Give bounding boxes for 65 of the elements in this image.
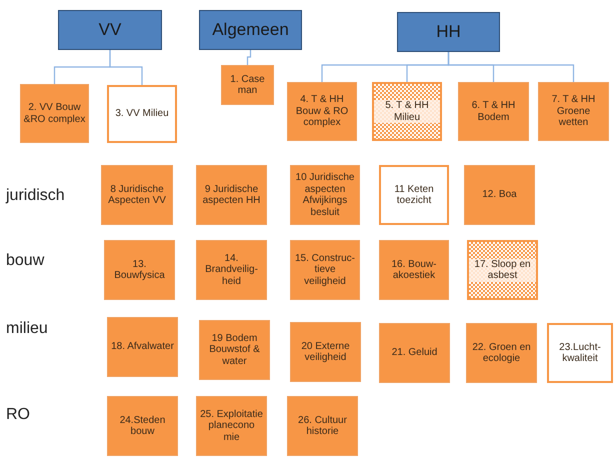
category-box	[290, 165, 360, 225]
category-box	[466, 323, 537, 383]
header-box	[58, 10, 162, 50]
category-box	[199, 320, 270, 380]
box-label: 6. T & HH Bodem	[470, 100, 516, 123]
box-label: 8 Juridische Aspecten VV	[107, 184, 167, 206]
connector-line	[448, 52, 574, 82]
outlined-box	[547, 323, 613, 383]
category-box	[107, 396, 178, 456]
hatched-box	[467, 240, 538, 300]
box-label: 20 Externe veiligheid	[300, 340, 351, 364]
category-box	[101, 165, 173, 225]
row-label: juridisch	[6, 187, 65, 205]
box-label: 2. VV Bouw &RO complex	[22, 102, 86, 125]
box-label: 1. Case man	[229, 74, 266, 96]
category-box	[196, 396, 267, 456]
outlined-box	[107, 85, 177, 143]
box-label: 5. T & HH Milieu	[374, 100, 440, 123]
box-label: 17. Sloop en asbest	[469, 258, 536, 282]
category-box	[464, 165, 535, 225]
box-label: 16. Bouw- akoestiek	[390, 258, 438, 282]
box-label: 10 Juridische aspecten Afwijkings besluit	[294, 172, 356, 218]
box-label: 14. Brandveilig- heid	[204, 252, 259, 288]
category-box	[20, 84, 89, 143]
row-label: milieu	[6, 320, 48, 338]
box-label: 18. Afvalwater	[110, 341, 175, 353]
category-box	[379, 240, 449, 300]
box-label: 7. T & HH Groene wetten	[550, 94, 596, 129]
box-label: 3. VV Milieu	[114, 108, 170, 120]
category-box	[287, 396, 358, 456]
box-label: 21. Geluid	[390, 347, 438, 359]
box-label: 11 Keten toezicht	[393, 184, 435, 206]
category-box	[538, 82, 609, 141]
outlined-box	[379, 165, 449, 225]
box-label: 4. T & HH Bouw & RO complex	[294, 94, 350, 129]
category-box	[107, 317, 178, 377]
category-box	[221, 65, 274, 105]
category-box	[287, 82, 357, 141]
connector-line	[246, 50, 252, 65]
row-label: RO	[6, 406, 30, 424]
box-label: 13. Bouwfysica	[113, 258, 166, 282]
box-label: Algemeen	[211, 20, 290, 40]
header-box	[397, 12, 500, 52]
category-box	[104, 240, 175, 300]
category-box	[290, 240, 360, 300]
box-label: 12. Boa	[481, 189, 518, 201]
category-box	[458, 82, 529, 141]
box-label: 15. Construc- tieve veiligheid	[294, 252, 356, 288]
category-box	[196, 165, 267, 225]
box-label: 9 Juridische aspecten HH	[202, 184, 262, 206]
connector-line	[109, 50, 143, 85]
box-label: 19 Bodem Bouwstof & water	[208, 332, 261, 368]
category-box	[290, 322, 361, 382]
header-box	[199, 10, 302, 50]
box-label: HH	[435, 22, 462, 42]
box-label: 24.Steden bouw	[118, 414, 166, 438]
box-label: 25. Exploitatie planecono mie	[199, 408, 264, 444]
category-box	[379, 323, 450, 383]
box-label: 26. Cultuur historie	[297, 414, 348, 438]
box-label: 22. Groen en ecologie	[471, 342, 532, 364]
box-label: 23.Lucht- kwaliteit	[558, 342, 602, 364]
hatched-box	[372, 82, 442, 141]
box-label: VV	[98, 20, 122, 40]
row-label: bouw	[6, 252, 44, 270]
category-box	[196, 240, 267, 300]
